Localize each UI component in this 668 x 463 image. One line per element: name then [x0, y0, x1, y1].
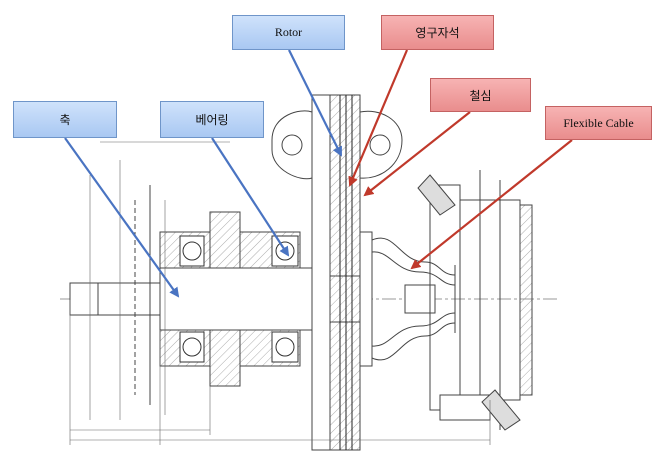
arrow-bearing	[211, 137, 290, 257]
arrow-rotor	[288, 49, 342, 157]
arrow-shaft	[64, 137, 180, 298]
dimension-lines	[69, 141, 491, 445]
arrow-core	[363, 111, 471, 197]
right-housing	[417, 170, 533, 431]
callout-iron-core: 철심	[430, 78, 531, 112]
bearing-right	[271, 235, 299, 363]
callout-flexible-cable: Flexible Cable	[545, 106, 652, 140]
callout-bearing: 베어링	[160, 101, 264, 138]
callout-shaft: 축	[13, 101, 117, 138]
callout-arrows	[64, 49, 573, 298]
callout-rotor: Rotor	[232, 15, 345, 50]
callout-permanent-magnet: 영구자석	[381, 15, 494, 50]
arrow-cable	[410, 139, 573, 270]
bearing-left	[179, 235, 205, 363]
rotor-disk	[311, 94, 373, 451]
mounting-lug	[271, 110, 403, 180]
arrow-magnet	[348, 49, 409, 187]
